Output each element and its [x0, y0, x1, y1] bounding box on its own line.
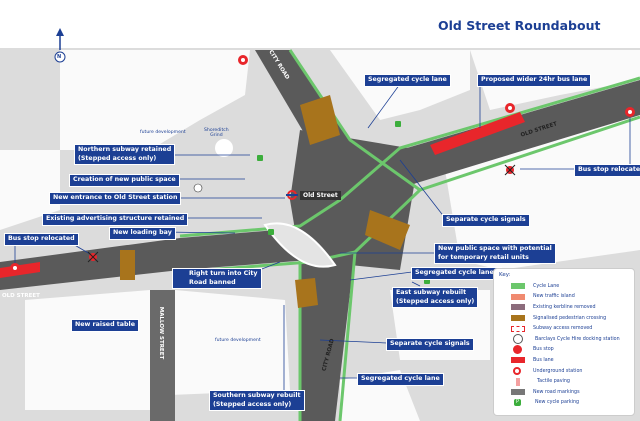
- subway-removed-icon: [511, 325, 525, 332]
- callout-advertising: Existing advertising structure retained: [42, 213, 189, 226]
- bus-lane: [430, 112, 525, 155]
- bus-stop-icon: [10, 55, 635, 273]
- key-item: Existing kerbline removed: [499, 302, 629, 313]
- bus-lane-swatch-icon: [511, 357, 525, 364]
- bicycle-icon: [513, 334, 523, 345]
- key-item: New traffic island: [499, 292, 629, 303]
- key-item: Cycle Lane: [499, 281, 629, 292]
- tactile-paving-icon: [516, 377, 520, 386]
- key-item: Barclays Cycle Hire docking station: [499, 334, 629, 345]
- callout-segregated-cycle-lane-bottom: Segregated cycle lane: [357, 373, 444, 386]
- callout-segregated-cycle-lane-top: Segregated cycle lane: [364, 74, 451, 87]
- bicycle-icon: [193, 183, 203, 193]
- map-key: Key: Cycle Lane New traffic island Exist…: [493, 268, 635, 416]
- underground-roundel-icon: [513, 367, 521, 376]
- key-item: Bus lane: [499, 355, 629, 366]
- callout-southern-subway: Southern subway rebuilt(Stepped access o…: [209, 390, 305, 411]
- leader-lines: [14, 83, 631, 390]
- callout-public-space: Creation of new public space: [69, 174, 180, 187]
- callout-raised-table: New raised table: [71, 319, 139, 332]
- callout-cycle-signals-top: Separate cycle signals: [442, 214, 530, 227]
- north-arrow-icon: [54, 28, 66, 63]
- future-development-label: future development: [140, 130, 186, 135]
- old-street-station[interactable]: Old Street: [286, 190, 341, 200]
- future-development-label: future development: [215, 338, 261, 343]
- key-item: Signalised pedestrian crossing: [499, 313, 629, 324]
- callout-segregated-cycle-lanes: Segregated cycle lanes: [411, 267, 502, 280]
- callout-cycle-signals-bottom: Separate cycle signals: [386, 338, 474, 351]
- callout-loading-bay: New loading bay: [109, 227, 176, 240]
- cycle-lane-swatch-icon: [511, 283, 525, 290]
- callout-bus-stop-right: Bus stop relocated: [574, 164, 640, 177]
- crossing-swatch-icon: [511, 315, 525, 322]
- underground-roundel-icon: [286, 190, 298, 200]
- removed-bus-stop-icon: [87, 164, 516, 263]
- traffic-island-swatch-icon: [511, 293, 525, 300]
- bus-stop-icon: [513, 345, 522, 355]
- key-item: Tactile paving: [499, 376, 629, 387]
- key-item: Subway access removed: [499, 323, 629, 334]
- parking-icon: [257, 121, 430, 284]
- pedestrian-crossings: [120, 95, 410, 308]
- station-label: Old Street: [300, 190, 341, 200]
- north-label: N: [57, 54, 62, 60]
- callout-northern-subway: Northern subway retained(Stepped access …: [74, 144, 176, 165]
- bus-lane-west: [0, 262, 40, 278]
- callout-bus-lane: Proposed wider 24hr bus lane: [477, 74, 592, 87]
- street-label-mallow-street: MALLOW STREET: [158, 306, 165, 360]
- callout-bus-stop-left: Bus stop relocated: [4, 233, 79, 246]
- key-title: Key:: [499, 272, 511, 278]
- key-item: New road markings: [499, 387, 629, 398]
- page-title: Old Street Roundabout: [438, 18, 601, 33]
- parking-icon: P: [514, 399, 521, 407]
- shoreditch-grind: [215, 139, 233, 157]
- key-item: Underground station: [499, 366, 629, 377]
- callout-east-subway: East subway rebuilt(Stepped access only): [392, 287, 479, 308]
- road-markings-swatch-icon: [511, 389, 525, 396]
- kerbline-swatch-icon: [511, 304, 525, 311]
- public-space-lens: [263, 222, 337, 268]
- key-item: Bus stop: [499, 345, 629, 356]
- callout-new-entrance: New entrance to Old Street station: [49, 192, 182, 205]
- street-label-old-street-west: OLD STREET: [2, 293, 40, 299]
